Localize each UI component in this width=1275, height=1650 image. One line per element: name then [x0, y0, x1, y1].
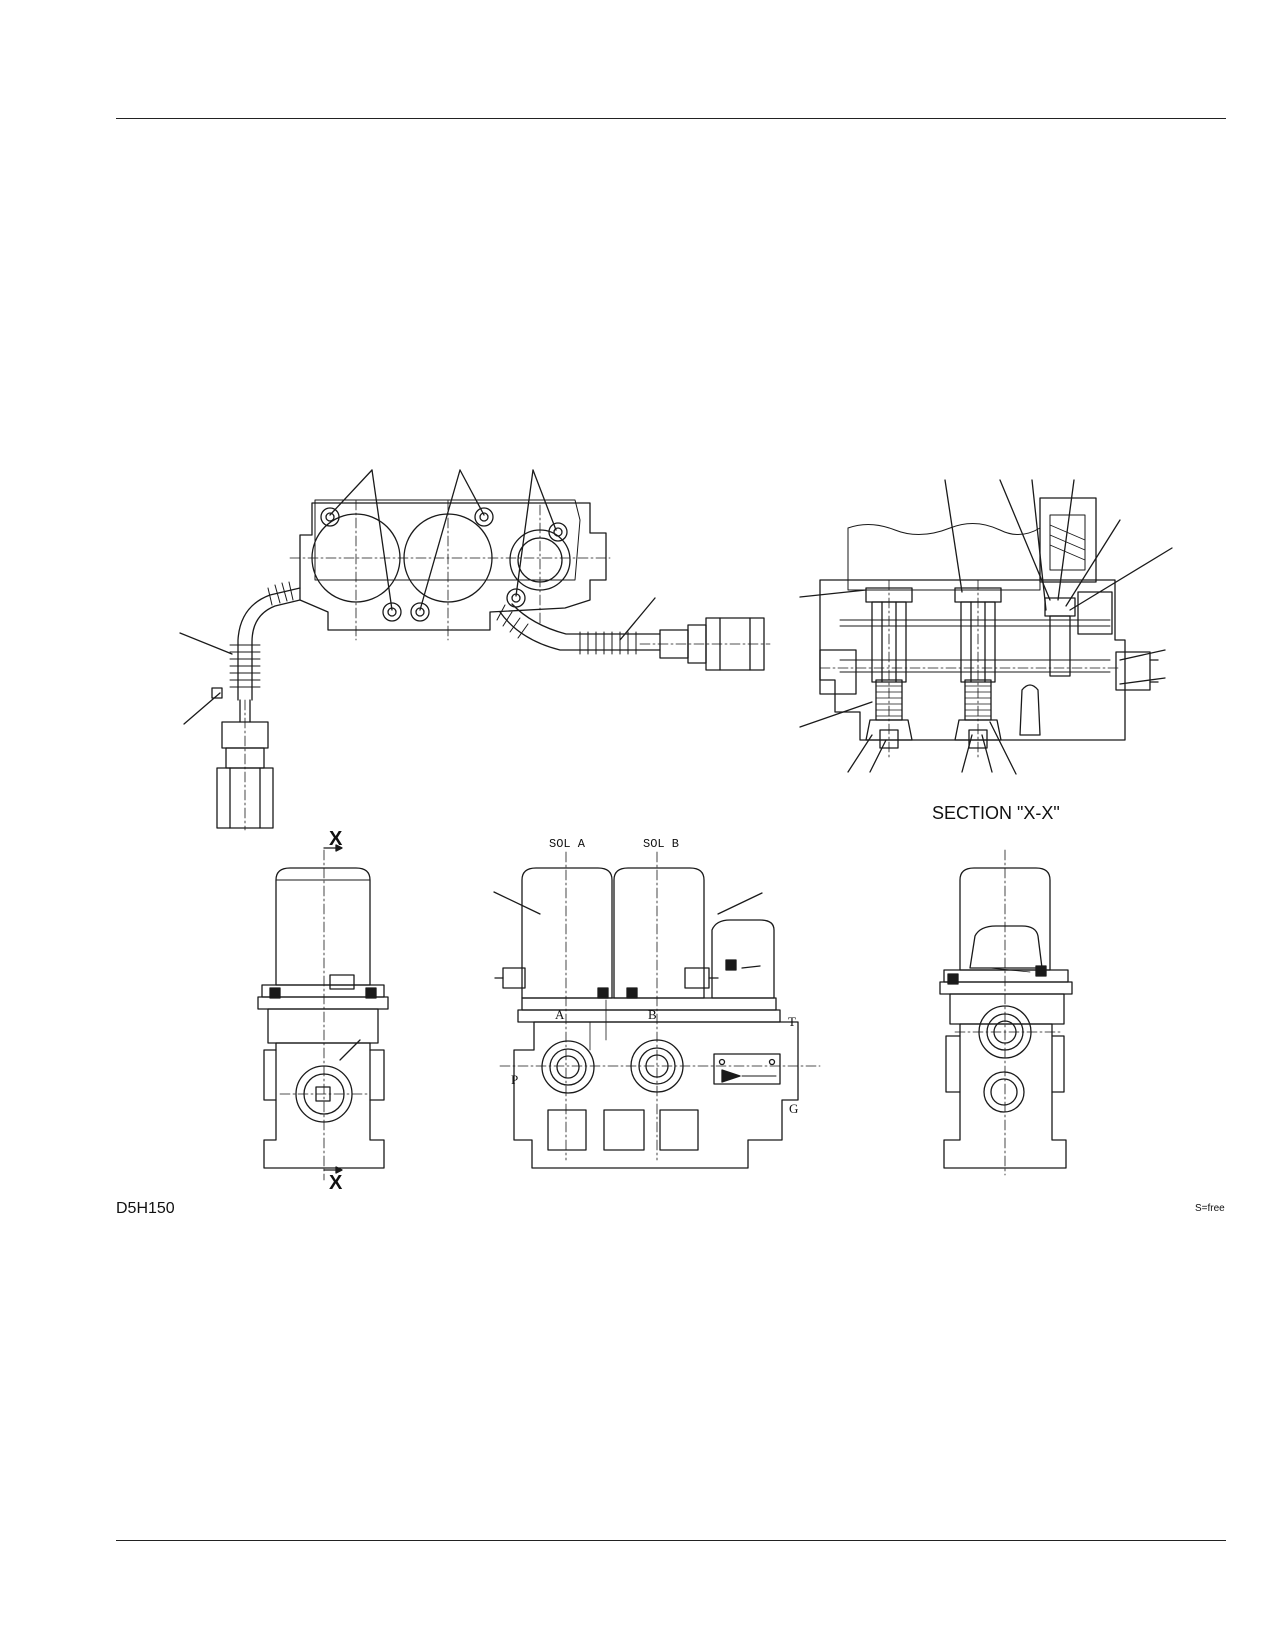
front-view-drawing — [493, 851, 821, 1169]
port-label-b: B — [648, 1007, 657, 1022]
solenoid-label-a: SOL A — [549, 837, 586, 851]
port-label-a: A — [555, 1007, 565, 1022]
scale-note: S=free — [1195, 1203, 1225, 1214]
side-view-left-drawing — [257, 844, 389, 1181]
figure-id: D5H150 — [116, 1200, 175, 1217]
side-view-right-drawing — [939, 849, 1073, 1176]
port-label-g: G — [789, 1101, 799, 1116]
footer-rule — [116, 1540, 1226, 1541]
port-label-t: T — [788, 1014, 796, 1029]
section-view-drawing — [799, 479, 1173, 775]
solenoid-label-b: SOL B — [643, 837, 680, 851]
top-view-drawing — [179, 469, 771, 831]
header-rule — [116, 118, 1226, 119]
section-title: SECTION "X-X" — [932, 803, 1060, 823]
section-mark-top: X — [329, 828, 343, 850]
section-mark-bottom: X — [329, 1172, 343, 1194]
port-label-p: P — [511, 1072, 519, 1087]
